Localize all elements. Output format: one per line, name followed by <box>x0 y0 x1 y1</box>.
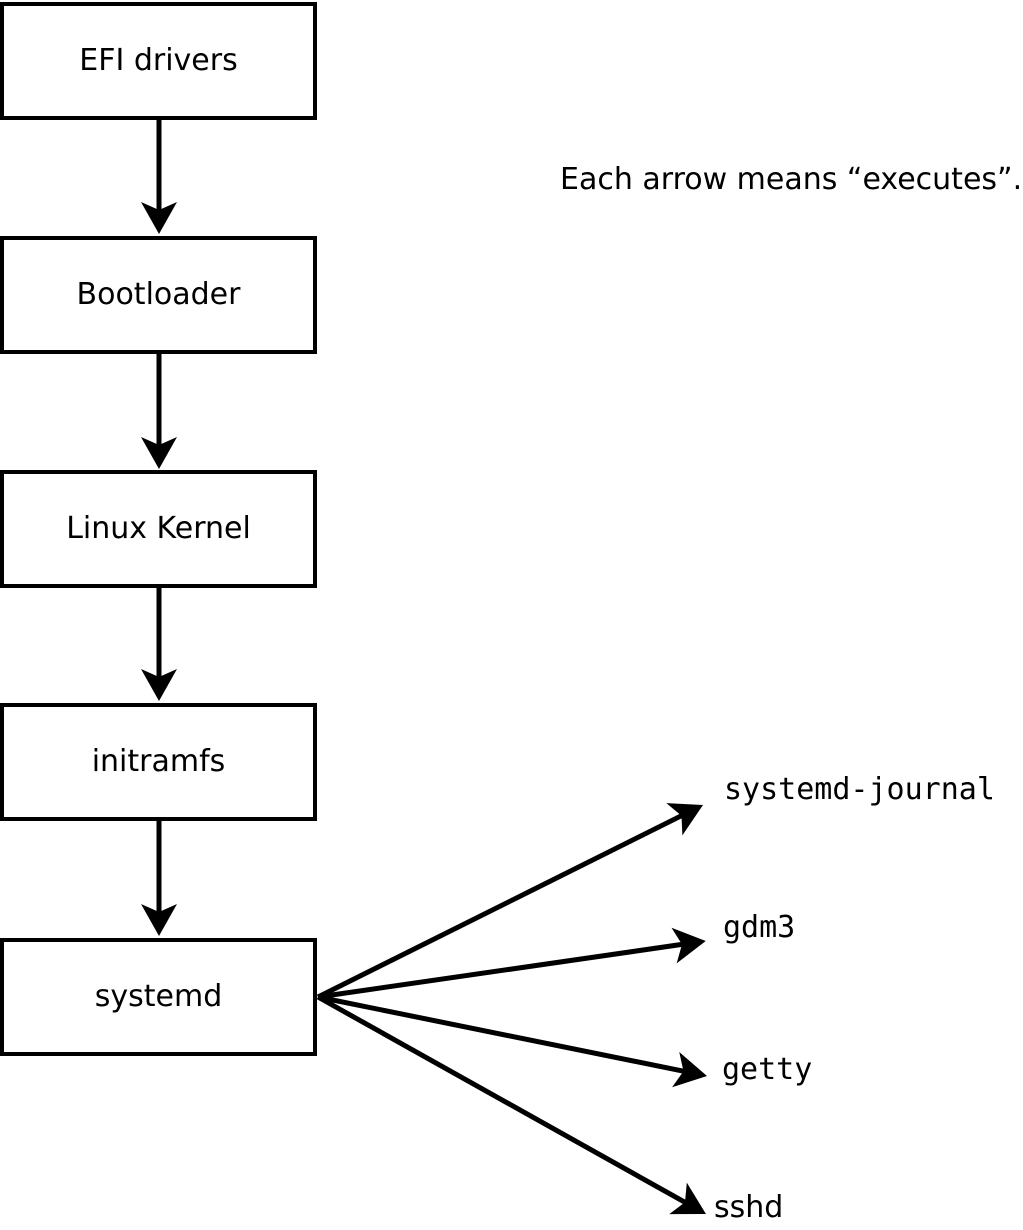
box-efi-drivers: EFI drivers <box>0 2 317 120</box>
box-efi-drivers-label: EFI drivers <box>79 43 238 78</box>
process-label-getty: getty <box>722 1052 813 1087</box>
arrow-systemd-to-getty <box>317 994 708 1088</box>
arrow-legend-caption: Each arrow means “executes”. <box>560 162 1023 197</box>
box-systemd: systemd <box>0 938 317 1056</box>
box-linux-kernel-label: Linux Kernel <box>66 511 251 546</box>
box-linux-kernel: Linux Kernel <box>0 470 317 588</box>
process-label-sshd: sshd <box>714 1190 784 1225</box>
process-label-systemd-journal: systemd-journal <box>724 772 995 807</box>
box-initramfs: initramfs <box>0 703 317 821</box>
process-label-gdm3: gdm3 <box>723 910 796 945</box>
arrow-systemd-to-journal <box>316 803 703 1000</box>
arrow-systemd-to-gdm3 <box>317 927 706 1000</box>
box-bootloader: Bootloader <box>0 236 317 354</box>
box-initramfs-label: initramfs <box>91 744 226 779</box>
arrow-systemd-to-sshd <box>316 994 706 1215</box>
box-systemd-label: systemd <box>94 979 223 1014</box>
box-bootloader-label: Bootloader <box>76 277 241 312</box>
